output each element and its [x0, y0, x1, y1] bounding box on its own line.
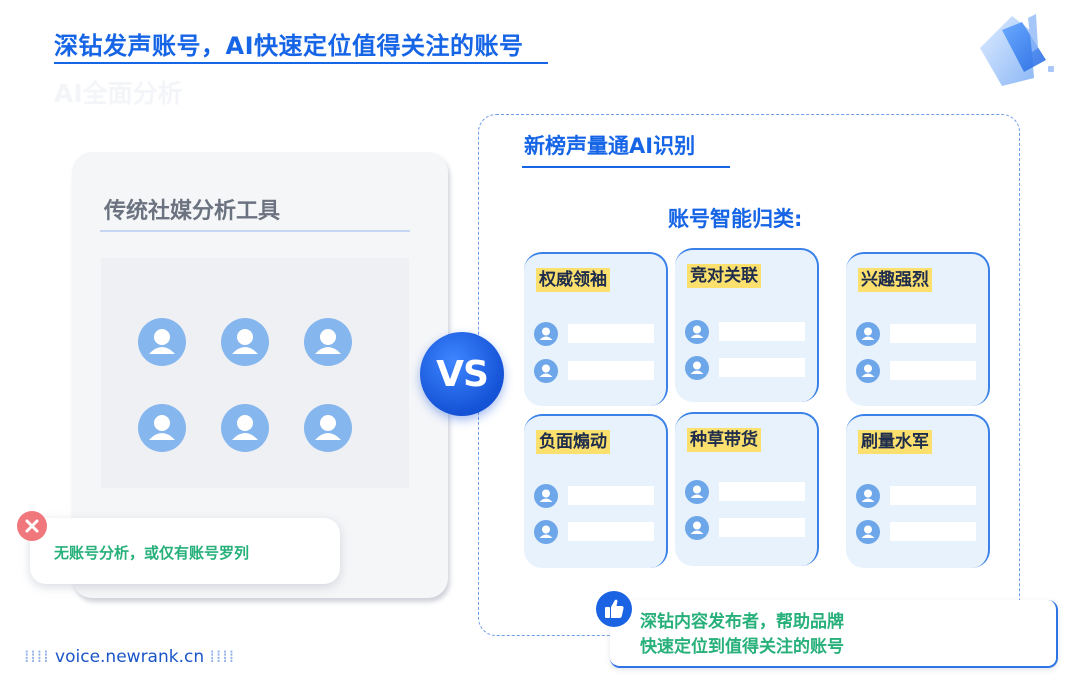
vs-badge: VS: [420, 332, 504, 416]
person-icon: [856, 520, 880, 544]
category-card: 竞对关联: [675, 248, 819, 402]
limitation-note-text: 无账号分析，或仅有账号罗列: [54, 544, 250, 562]
traditional-tool-title: 传统社媒分析工具: [104, 199, 281, 224]
thumbs-up-icon: [596, 591, 632, 627]
person-icon: [221, 404, 269, 452]
traditional-tool-underline: [100, 230, 410, 232]
person-icon: [685, 516, 709, 540]
benefit-note-line: 快速定位到值得关注的账号: [640, 637, 844, 657]
category-card: 兴趣强烈: [846, 252, 990, 406]
placeholder-bar: [568, 361, 654, 380]
placeholder-bar: [890, 522, 976, 541]
person-icon: [534, 484, 558, 508]
ai-recognition-underline: [522, 166, 730, 168]
category-card: 权威领袖: [524, 252, 668, 406]
person-icon: [685, 356, 709, 380]
category-label: 负面煽动: [536, 430, 610, 454]
ai-logo-icon: [980, 14, 1054, 86]
category-card: 种草带货: [675, 412, 819, 566]
placeholder-bar: [568, 486, 654, 505]
benefit-note: 深钻内容发布者，帮助品牌 快速定位到值得关注的账号: [610, 600, 1058, 668]
category-label: 刷量水军: [858, 430, 932, 454]
category-label: 竞对关联: [687, 264, 761, 288]
benefit-note-line: 深钻内容发布者，帮助品牌: [640, 612, 844, 632]
placeholder-bar: [568, 522, 654, 541]
footer-dots: ⁞⁞⁞⁞: [209, 647, 236, 667]
footer: ⁞⁞⁞⁞ voice.newrank.cn ⁞⁞⁞⁞: [24, 647, 235, 667]
placeholder-bar: [568, 324, 654, 343]
person-icon: [856, 359, 880, 383]
category-label: 种草带货: [687, 428, 761, 452]
ai-recognition-title: 新榜声量通AI识别: [524, 134, 696, 158]
placeholder-bar: [890, 361, 976, 380]
page-subtitle: AI全面分析: [54, 79, 183, 108]
category-label: 兴趣强烈: [858, 268, 932, 292]
page-title: 深钻发声账号，AI快速定位值得关注的账号: [54, 32, 524, 60]
category-label: 权威领袖: [536, 268, 610, 292]
person-icon: [138, 318, 186, 366]
category-card: 刷量水军: [846, 414, 990, 568]
footer-dots: ⁞⁞⁞⁞: [24, 647, 50, 667]
limitation-note: 无账号分析，或仅有账号罗列: [30, 518, 340, 584]
person-icon: [685, 480, 709, 504]
person-icon: [304, 404, 352, 452]
placeholder-bar: [719, 518, 805, 537]
account-grid: [101, 258, 409, 488]
person-icon: [856, 322, 880, 346]
placeholder-bar: [719, 482, 805, 501]
title-underline: [54, 62, 548, 64]
placeholder-bar: [719, 322, 805, 341]
category-card: 负面煽动: [524, 414, 668, 568]
person-icon: [534, 520, 558, 544]
person-icon: [534, 359, 558, 383]
placeholder-bar: [890, 324, 976, 343]
person-icon: [856, 484, 880, 508]
person-icon: [304, 318, 352, 366]
benefit-note-text: 深钻内容发布者，帮助品牌 快速定位到值得关注的账号: [640, 610, 844, 660]
footer-url[interactable]: voice.newrank.cn: [55, 647, 205, 667]
placeholder-bar: [890, 486, 976, 505]
person-icon: [685, 320, 709, 344]
person-icon: [221, 318, 269, 366]
placeholder-bar: [719, 358, 805, 377]
person-icon: [534, 322, 558, 346]
close-icon: [17, 511, 47, 541]
classify-heading: 账号智能归类:: [668, 207, 803, 231]
person-icon: [138, 404, 186, 452]
